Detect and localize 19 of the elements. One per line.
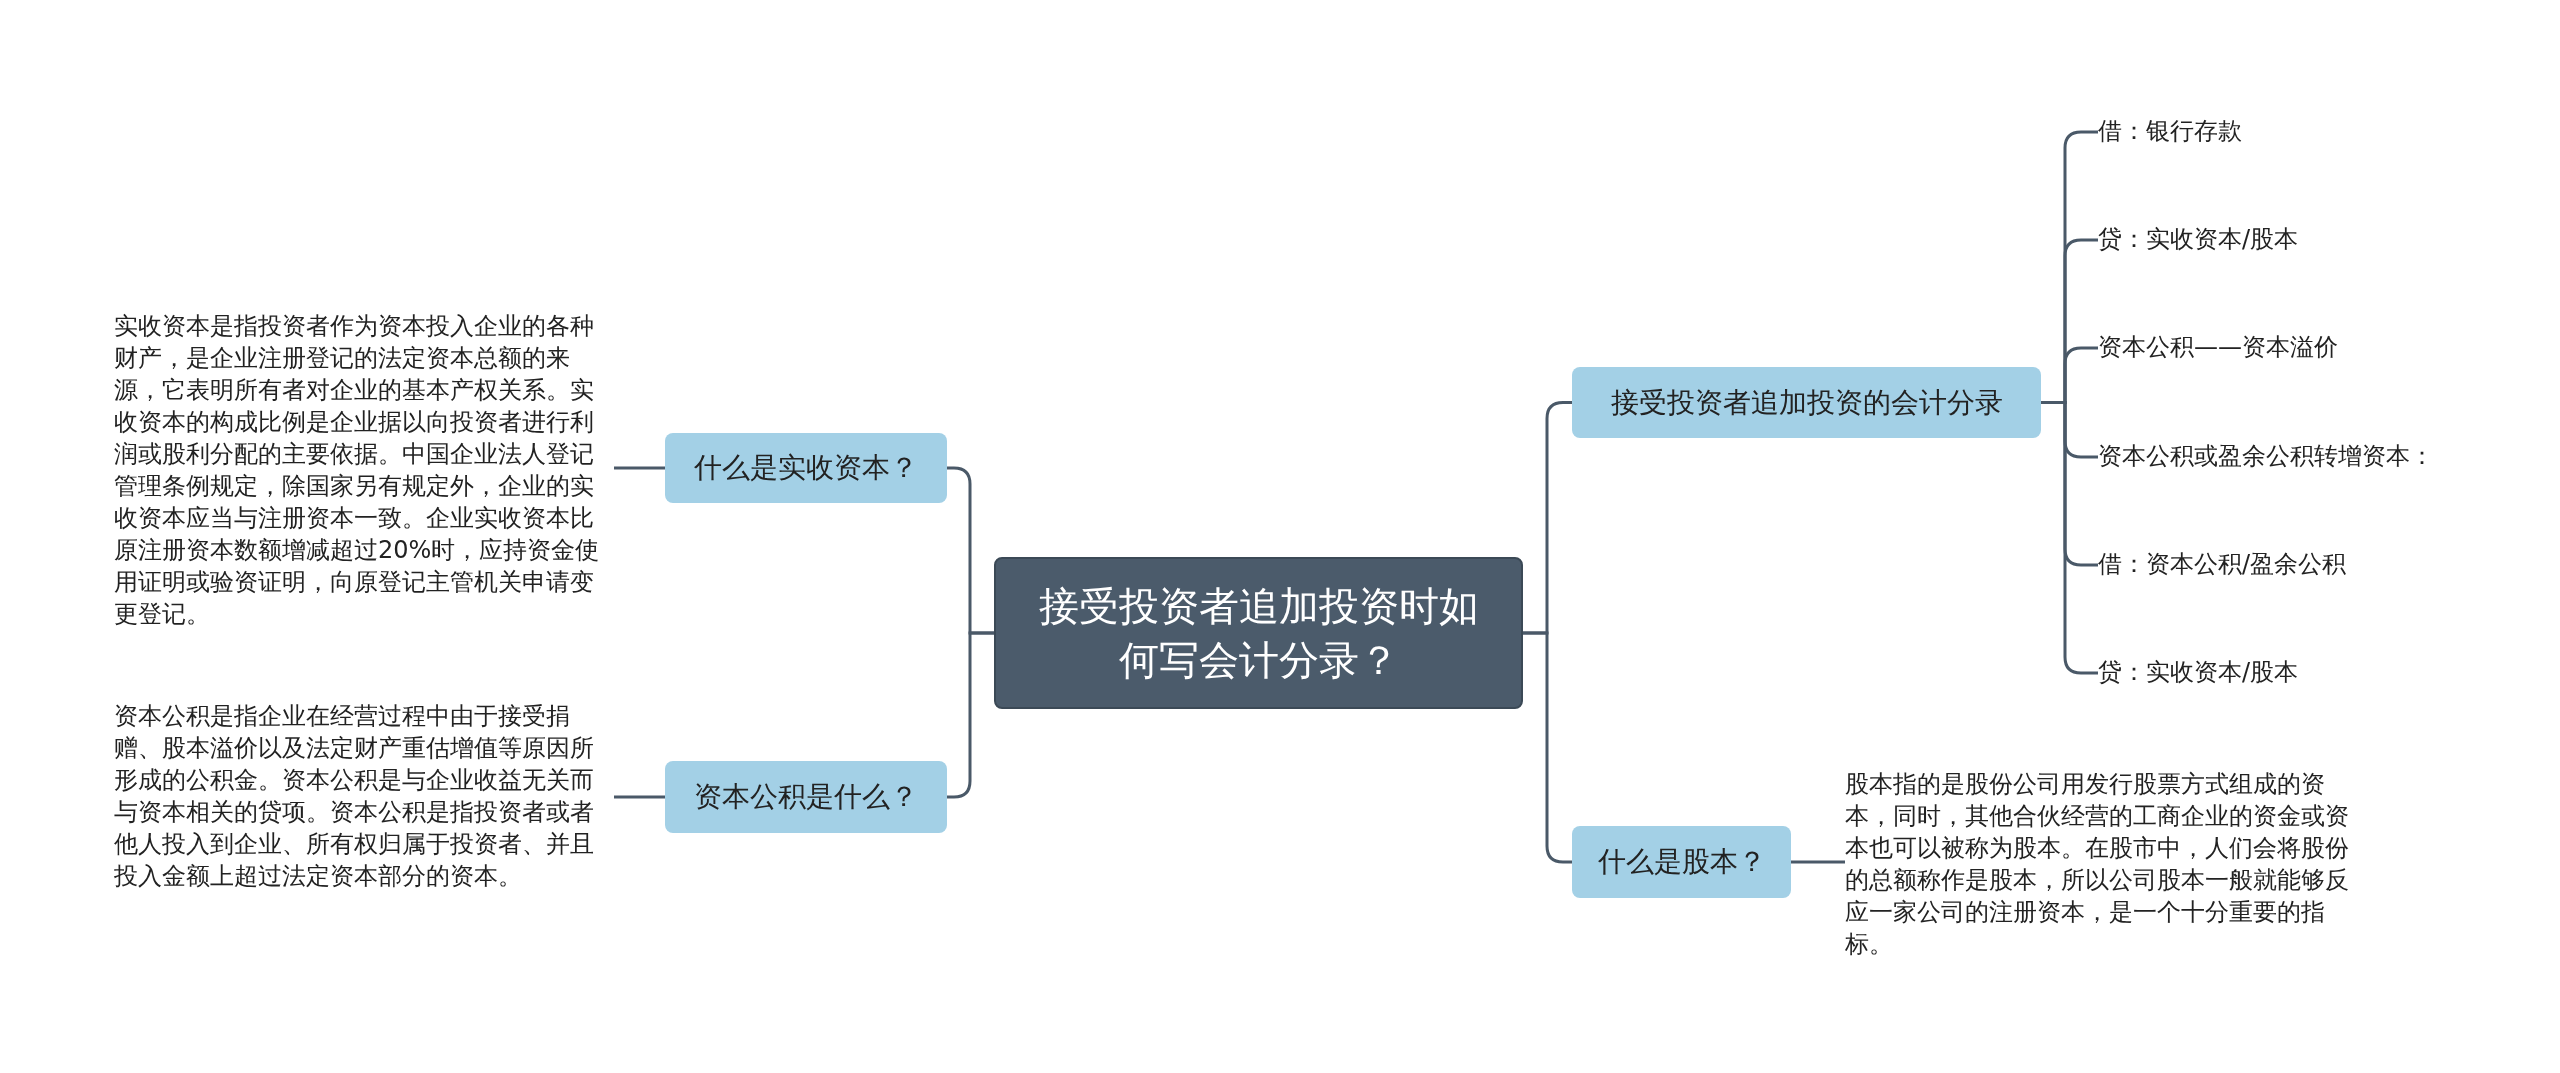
entry-text: 借：资本公积/盈余公积: [2098, 547, 2478, 583]
connector-line: [614, 795, 665, 799]
connector-line: [1523, 631, 1572, 864]
description-text: 资本公积是指企业在经营过程中由于接受捐赠、股本溢价以及法定财产重估增值等原因所形成的公积金。资本公积是与企业收益无关而与资本相关的贷项。资本公积是指投资者或者他人投入到企业、所有权归属于投资者、并且投入金额上超过法定资本部分的资本。: [114, 700, 614, 892]
topic-box: 接受投资者追加投资的会计分录: [1572, 367, 2041, 438]
description-text: 股本指的是股份公司用发行股票方式组成的资本，同时，其他合伙经营的工商企业的资金或资本也可以被称为股本。在股市中，人们会将股份的总额称作是股本，所以公司股本一般就能够反应一家公司的注册资本，是一个十分重要的指标。: [1845, 768, 2355, 960]
topic-box: 什么是股本？: [1572, 826, 1791, 898]
entry-text: 贷：实收资本/股本: [2098, 655, 2478, 691]
connector-line: [947, 631, 994, 799]
entry-text: 资本公积——资本溢价: [2098, 330, 2478, 366]
entry-text: 借：银行存款: [2098, 114, 2478, 150]
topic-box: 资本公积是什么？: [665, 761, 947, 833]
connector-line: [614, 466, 665, 470]
topic-box: 什么是实收资本？: [665, 433, 947, 503]
connector-line: [1791, 860, 1845, 864]
central-topic-box: 接受投资者追加投资时如何写会计分录？: [994, 557, 1523, 709]
entry-text: 资本公积或盈余公积转增资本：: [2098, 439, 2478, 475]
entry-text: 贷：实收资本/股本: [2098, 222, 2478, 258]
description-text: 实收资本是指投资者作为资本投入企业的各种财产，是企业注册登记的法定资本总额的来源，它表明所有者对企业的基本产权关系。实收资本的构成比例是企业据以向投资者进行利润或股利分配的主要依据。中国企业法人登记管理条例规定，除国家另有规定外，企业的实收资本应当与注册资本一致。企业实收资本比原注册资本数额增减超过20%时，应持资金使用证明或验资证明，向原登记主管机关申请变更登记。: [114, 310, 614, 630]
